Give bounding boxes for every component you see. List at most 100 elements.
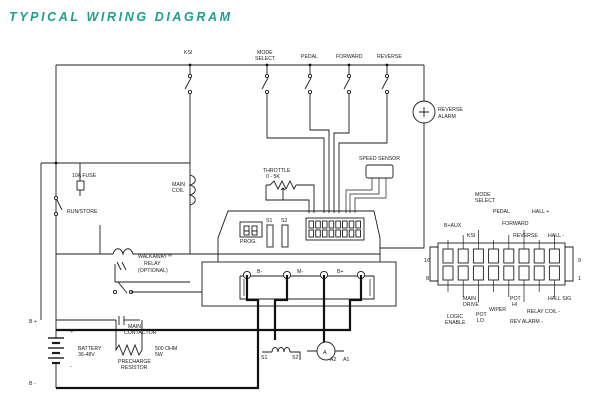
battery-minus-sign: -	[70, 364, 72, 370]
s2-terminal	[281, 224, 289, 248]
pin-diagram	[429, 230, 574, 302]
motor-a1-label: A1	[343, 357, 349, 363]
connector-pin-top	[442, 248, 454, 264]
precharge-resistor	[115, 320, 143, 357]
controller-pin	[342, 220, 348, 229]
row-label-16: 16	[424, 258, 430, 264]
controller-housing	[201, 210, 397, 307]
mode-select-switch	[261, 65, 325, 213]
controller-pin	[355, 229, 361, 238]
b-minus-label: B-	[257, 269, 262, 275]
connector-pin-top	[457, 248, 469, 264]
battery	[48, 330, 64, 388]
connector-pin-top	[488, 248, 500, 264]
controller-pin	[315, 220, 321, 229]
controller-pin	[308, 220, 315, 229]
m-minus-label: M-	[297, 269, 303, 275]
controller-pin	[355, 220, 361, 229]
s1-label: S1	[266, 218, 272, 224]
pin-mode-select-1: MODE	[475, 192, 491, 198]
battery-label-1: BATTERY	[78, 346, 102, 352]
pin-logic-enable-1: LOGIC	[447, 314, 463, 320]
s2-label: S2	[281, 218, 287, 224]
top-bus	[56, 63, 424, 67]
controller-pin	[315, 229, 321, 238]
main-contactor-label-2: CONTACTOR	[124, 330, 157, 336]
connector-pin-top	[472, 248, 484, 264]
relay-label-3: (OPTIONAL)	[138, 268, 168, 274]
fuse	[76, 180, 85, 191]
pin-pot-lo-2: LO	[477, 318, 484, 324]
relay-label-2: RELAY	[144, 261, 161, 267]
main-coil-label-2: COIL	[172, 188, 184, 194]
pin-pedal: PEDAL	[493, 209, 510, 215]
pin-pot-hi-2: HI	[512, 302, 517, 308]
mode-select-label-2: SELECT	[255, 56, 276, 62]
throttle-pot	[265, 179, 315, 213]
reverse-alarm-label-1: REVERSE	[438, 107, 463, 113]
reverse-label: REVERSE	[377, 54, 402, 60]
connector-pin-bottom	[472, 265, 484, 281]
resistor-value-2: 5W	[155, 352, 163, 358]
pin-pot-hi-1: POT	[510, 296, 521, 302]
connector-pin-top	[533, 248, 545, 264]
connector-pin-top	[548, 248, 560, 264]
reverse-alarm-label-2: ALARM	[438, 114, 456, 120]
connector-pin-top	[518, 248, 530, 264]
pedal-label: PEDAL	[301, 54, 318, 60]
pin-wiper: WIPER	[489, 307, 506, 313]
pin-b-aux: B+AUX	[444, 223, 462, 229]
pedal-switch	[304, 65, 330, 213]
main-connector-16pin	[305, 217, 365, 241]
ksi-switch	[184, 65, 193, 210]
mode-select-label-1: MODE	[257, 50, 273, 56]
pin-main-drive-2: DRIVE	[463, 302, 479, 308]
main-connector-pins	[308, 220, 361, 238]
motor-a2-label: A2	[330, 357, 336, 363]
resistor-value-1: 500 OHM	[155, 346, 177, 352]
connector-pin-bottom	[548, 265, 560, 281]
controller-pin	[342, 229, 348, 238]
connector-pin-bottom	[533, 265, 545, 281]
run-store-switch	[53, 195, 63, 217]
pin-ksi: KSI	[467, 233, 475, 239]
connector-pin-bottom	[442, 265, 454, 281]
throttle-label-1: THROTTLE	[263, 168, 291, 174]
fuse-label: 10A FUSE	[72, 173, 97, 179]
connector-pin-bottom	[518, 265, 530, 281]
controller-pin	[348, 229, 355, 238]
speed-sensor	[365, 164, 394, 179]
connector-pin-bottom	[488, 265, 500, 281]
pin-mode-select-2: SELECT	[475, 198, 496, 204]
controller-pin	[335, 229, 341, 238]
pin-main-drive-1: MAIN	[463, 296, 476, 302]
row-label-1: 1	[578, 276, 581, 282]
pin-logic-enable-2: ENABLE	[445, 320, 466, 326]
battery-label-2: 36-48V	[78, 352, 95, 358]
battery-plus-sign: +	[70, 329, 73, 335]
pin-forward: FORWARD	[502, 221, 529, 227]
motor-s1-label: S1	[261, 355, 267, 361]
run-store-label: RUN/STORE	[67, 209, 98, 215]
main-contactor	[56, 316, 140, 325]
controller-pin	[335, 220, 341, 229]
precharge-label-2: RESISTOR	[121, 365, 148, 371]
precharge-label-1: PRECHARGE	[118, 359, 151, 365]
reverse-switch	[338, 65, 390, 213]
forward-switch	[333, 65, 352, 213]
pin-rev-alarm: REV ALARM -	[510, 319, 543, 325]
speed-sensor-label: SPEED SENSOR	[359, 156, 400, 162]
main-coil	[188, 174, 222, 255]
controller-pin	[348, 220, 355, 229]
prog-connector	[239, 221, 263, 238]
battery-minus-label: B -	[29, 381, 36, 387]
relay-label-1: WALKAWAY™	[138, 254, 172, 260]
main-contactor-label-1: MAIN	[128, 324, 141, 330]
motor-s2-label: S2	[292, 355, 298, 361]
b-plus-label: B+	[337, 269, 344, 275]
row-label-8: 8	[426, 276, 429, 282]
connector-pin-bottom	[503, 265, 515, 281]
reverse-alarm	[380, 65, 436, 249]
pin-relay-coil: RELAY COIL -	[527, 309, 560, 315]
forward-label: FORWARD	[336, 54, 363, 60]
